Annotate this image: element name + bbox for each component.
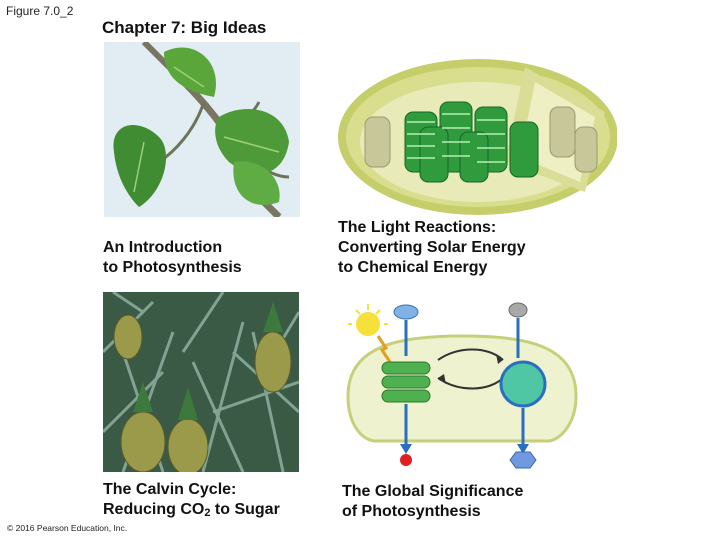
leaf-photo [104,42,300,217]
figure-label: Figure 7.0_2 [6,4,74,18]
cycle-diagram [338,296,586,474]
chloroplast-illustration [335,42,617,217]
copyright-notice: © 2016 Pearson Education, Inc. [7,523,128,533]
pineapple-field-photo [103,292,299,472]
caption-global-significance: The Global Significance of Photosynthesi… [342,483,524,520]
caption-calvin-cycle: The Calvin Cycle: Reducing CO2 to Sugar [103,480,280,523]
page-title: Chapter 7: Big Ideas [102,18,267,37]
caption-intro: An Introduction to Photosynthesis [103,239,242,276]
caption-calvin-subscript: 2 [204,507,211,519]
caption-calvin-suffix: to Sugar [210,501,280,518]
caption-light-reactions: The Light Reactions: Converting Solar En… [338,219,526,276]
caption-calvin-text: The Calvin Cycle: Reducing CO [103,481,237,518]
